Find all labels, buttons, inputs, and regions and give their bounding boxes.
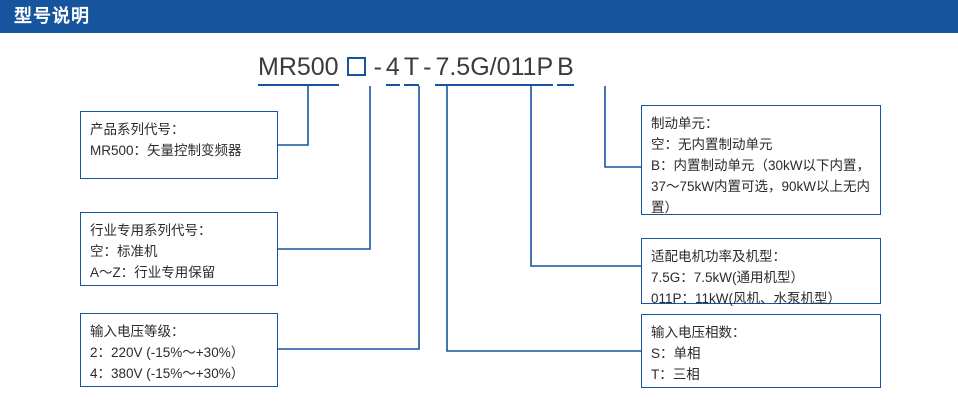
callout-motor-power: 适配电机功率及机型： 7.5G：7.5kW(通用机型） 011P：11kW(风机… — [641, 238, 881, 306]
model-segment-power: 7.5G/011P — [435, 52, 553, 86]
model-segment-dash1: - — [373, 53, 382, 81]
model-number-string: MR500 - 4 T - 7.5G/011P B — [258, 52, 574, 86]
model-segment-dash2: - — [423, 53, 432, 81]
connector-series — [278, 86, 309, 146]
section-header-bar: 型号说明 — [0, 0, 958, 33]
callout-series: 产品系列代号： MR500：矢量控制变频器 — [80, 111, 278, 179]
connector-power — [530, 86, 641, 267]
connector-industry — [278, 86, 371, 250]
connector-voltage — [278, 86, 420, 350]
connector-brake — [604, 86, 641, 168]
callout-industry: 行业专用系列代号： 空：标准机 A～Z：行业专用保留 — [80, 212, 278, 286]
model-segment-series: MR500 — [258, 52, 339, 86]
model-segment-industry — [346, 52, 366, 87]
callout-voltage-level: 输入电压等级： 2：220V (-15%～+30%） 4：380V (-15%～… — [80, 313, 278, 387]
empty-square-icon — [346, 57, 366, 76]
model-segment-brake: B — [557, 52, 574, 86]
callout-brake-unit: 制动单元： 空：无内置制动单元 B：内置制动单元（30kW以下内置，37～75k… — [641, 105, 881, 215]
model-segment-phase: T — [403, 52, 420, 86]
page-title: 型号说明 — [14, 6, 90, 26]
model-segment-voltage-level: 4 — [385, 52, 400, 86]
callout-input-phase: 输入电压相数： S：单相 T：三相 — [641, 314, 881, 388]
connector-phase — [446, 86, 641, 352]
